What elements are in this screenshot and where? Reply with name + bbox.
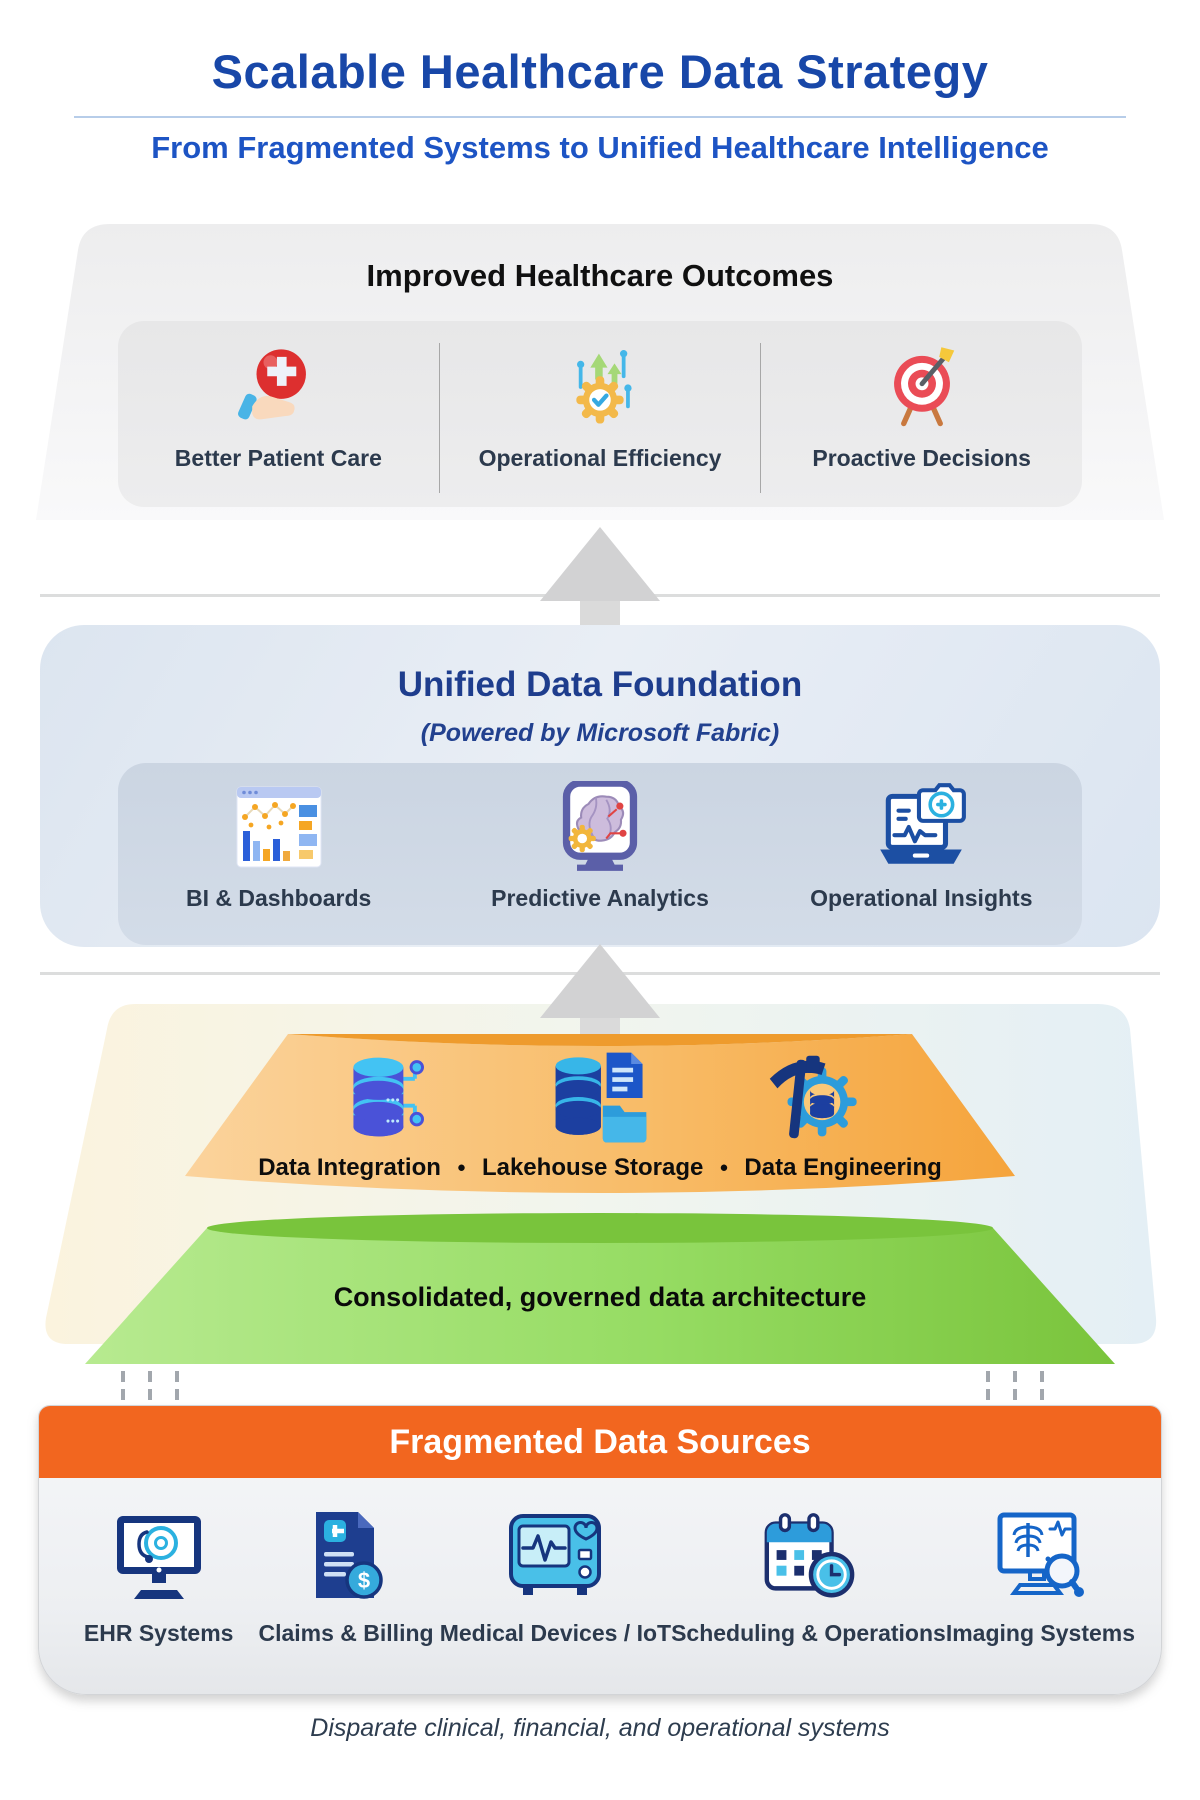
- fabric-platform-band: Data Integration ● Lakehouse Storage ● Data …: [185, 1026, 1015, 1204]
- capability-label: Data Engineering: [744, 1154, 942, 1181]
- bullet-separator: ●: [456, 1159, 466, 1176]
- ehr-monitor-icon: [116, 1516, 201, 1599]
- medical-laptop-icon: [880, 783, 967, 864]
- source-label: Claims & Billing: [258, 1620, 434, 1646]
- source-label: Scheduling & Operations: [671, 1620, 946, 1646]
- dashed-connector-right: [986, 1371, 1044, 1401]
- database-integration-icon: [353, 1057, 424, 1137]
- outcome-label: Operational Efficiency: [478, 445, 722, 471]
- source-label: Medical Devices / IoT: [439, 1620, 672, 1646]
- sources-title: Fragmented Data Sources: [389, 1422, 811, 1461]
- foundation-section: Unified Data Foundation (Powered by Micr…: [40, 625, 1160, 947]
- outcome-item-efficiency: Operational Efficiency: [440, 321, 761, 507]
- capability-label: Data Integration: [258, 1154, 441, 1181]
- foundation-item-insights: Operational Insights: [761, 763, 1082, 945]
- sources-header: Fragmented Data Sources: [39, 1406, 1161, 1478]
- svg-text:$: $: [358, 1568, 370, 1593]
- source-label: Imaging Systems: [945, 1620, 1136, 1646]
- architecture-band: Consolidated, governed data architecture: [85, 1212, 1115, 1368]
- patient-care-icon: [238, 349, 307, 420]
- platform-capability-labels: Data Integration ● Lakehouse Storage ● Data …: [185, 1154, 1015, 1182]
- data-engineering-icon: [769, 1055, 857, 1139]
- outcome-item-patient-care: Better Patient Care: [118, 321, 439, 507]
- source-item-ehr: EHR Systems: [65, 1504, 252, 1647]
- medical-device-icon: [509, 1514, 602, 1595]
- source-label: EHR Systems: [83, 1620, 234, 1646]
- sources-section: Fragmented Data Sources: [38, 1405, 1162, 1695]
- dashed-connector-left: [121, 1371, 179, 1401]
- imaging-monitor-icon: [997, 1512, 1085, 1597]
- outcomes-card: Better Patient Care: [118, 321, 1082, 507]
- efficiency-gear-icon: [576, 350, 632, 424]
- foundation-title: Unified Data Foundation: [397, 665, 803, 704]
- footer-caption: Disparate clinical, financial, and opera…: [310, 1714, 890, 1742]
- foundation-subtitle: (Powered by Microsoft Fabric): [420, 719, 780, 747]
- foundation-label: Predictive Analytics: [491, 885, 709, 911]
- capability-label: Lakehouse Storage: [481, 1154, 704, 1181]
- foundation-card: BI & Dashboards: [118, 763, 1082, 945]
- source-item-scheduling: Scheduling & Operations: [671, 1504, 946, 1647]
- page-subtitle: From Fragmented Systems to Unified Healt…: [151, 130, 1049, 165]
- outcomes-section: Improved Healthcare Outcomes Better Pati…: [18, 224, 1182, 520]
- foundation-label: BI & Dashboards: [186, 885, 372, 911]
- target-dart-icon: [893, 347, 954, 427]
- flow-arrow-up: [540, 527, 660, 625]
- outcomes-title: Improved Healthcare Outcomes: [366, 258, 834, 293]
- source-item-claims: $ Claims & Billing: [252, 1504, 439, 1647]
- brain-monitor-icon: [562, 781, 638, 871]
- claims-billing-icon: $: [316, 1512, 383, 1599]
- foundation-item-predictive: Predictive Analytics: [439, 763, 760, 945]
- foundation-item-bi: BI & Dashboards: [118, 763, 439, 945]
- source-item-imaging: Imaging Systems: [946, 1504, 1135, 1647]
- green-trapezoid-shape: [85, 1213, 1115, 1364]
- foundation-label: Operational Insights: [810, 885, 1033, 911]
- outcome-label: Better Patient Care: [174, 445, 382, 471]
- bullet-separator: ●: [719, 1159, 729, 1176]
- page-title: Scalable Healthcare Data Strategy: [211, 45, 989, 98]
- dashboard-chart-icon: [236, 786, 322, 868]
- lakehouse-storage-icon: [555, 1052, 647, 1143]
- calendar-clock-icon: [765, 1513, 855, 1598]
- outcomes-divider: [760, 343, 762, 493]
- title-divider: [74, 116, 1126, 118]
- source-item-devices: Medical Devices / IoT: [440, 1504, 671, 1647]
- architecture-label: Consolidated, governed data architecture: [333, 1282, 867, 1312]
- outcome-item-proactive: Proactive Decisions: [761, 321, 1082, 507]
- outcome-label: Proactive Decisions: [812, 445, 1031, 471]
- outcomes-divider: [438, 343, 440, 493]
